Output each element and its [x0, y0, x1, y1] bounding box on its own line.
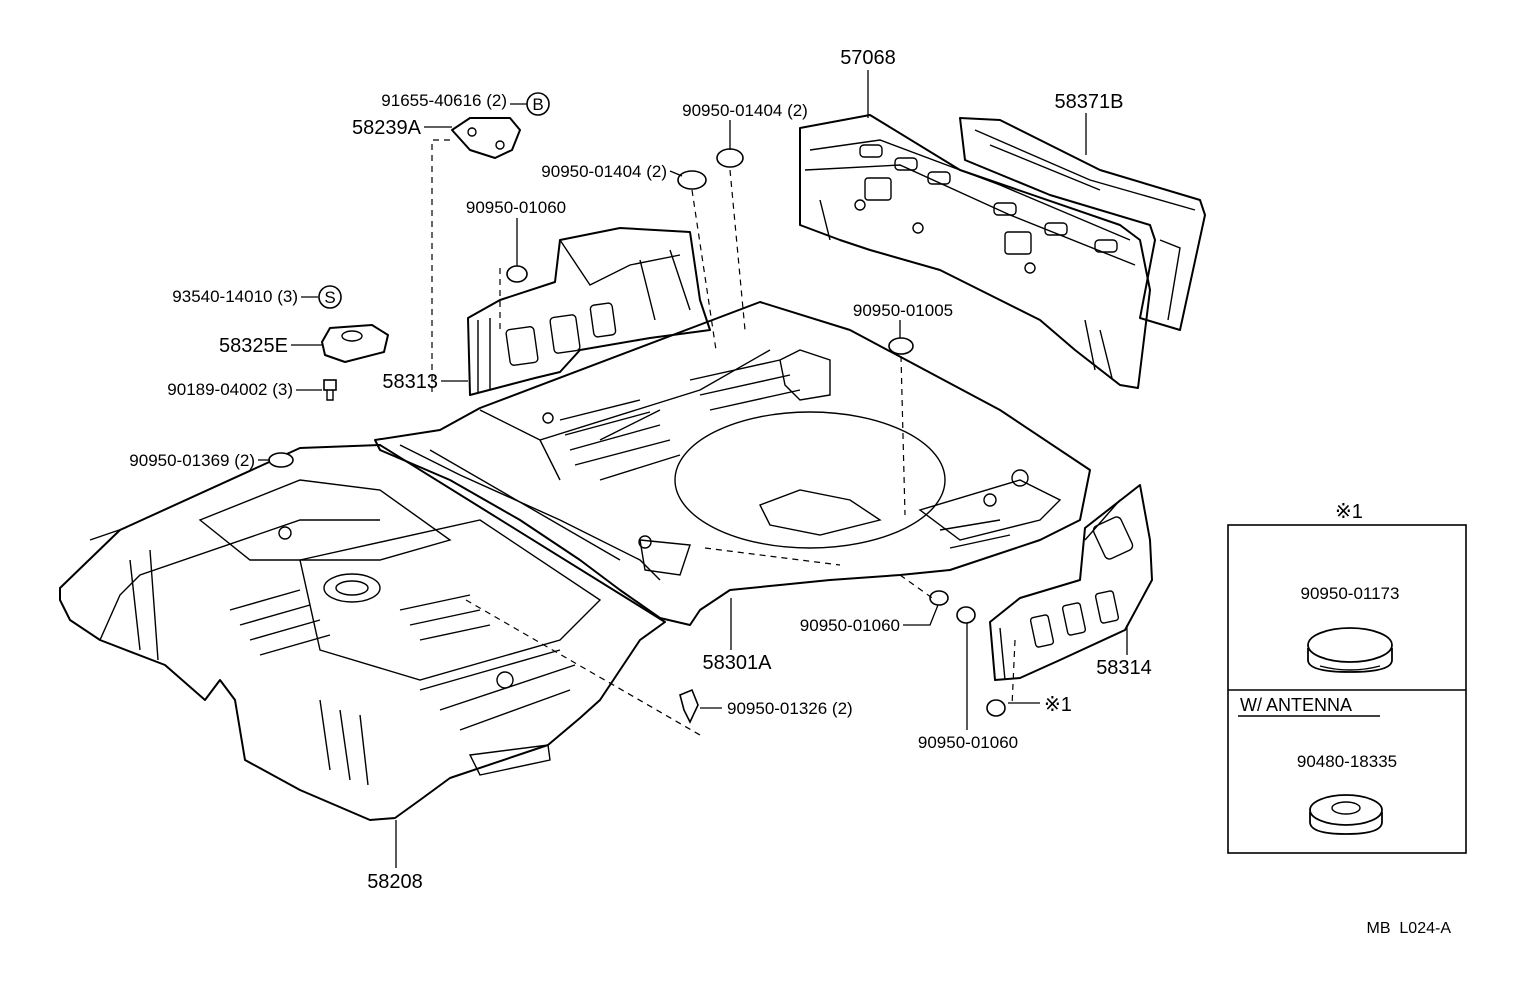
label-58314: 58314 — [1096, 657, 1152, 679]
plug-90950-01326 — [679, 688, 699, 724]
assembly-lines — [431, 139, 1016, 736]
label-58325e: 58325E — [219, 335, 288, 357]
circle-marker-b: B — [526, 92, 550, 116]
leader-lines — [258, 70, 1128, 868]
inset-top-part: 90950-01173 — [1301, 584, 1400, 603]
bracket-58325e — [321, 324, 389, 401]
circle-s-text: S — [324, 288, 335, 307]
footer-code: MB L024-A — [1367, 920, 1452, 937]
plug-note-1 — [986, 699, 1006, 717]
bracket-58239a — [451, 117, 521, 159]
plug-90950-01060-bot — [956, 606, 976, 624]
front-floor-pan-58208 — [59, 444, 666, 821]
grommet-90480-18335-icon — [1309, 794, 1383, 835]
circle-marker-s: S — [318, 285, 342, 309]
rear-panel-58371b — [959, 117, 1206, 331]
inset-bottom-part: 90480-18335 — [1297, 752, 1397, 771]
label-90950-01404-b: 90950-01404 (2) — [541, 162, 667, 181]
label-90189-04002: 90189-04002 (3) — [167, 380, 293, 399]
plug-90950-01060-top — [506, 265, 528, 283]
inset-frame — [1227, 524, 1467, 854]
inset-section-label: W/ ANTENNA — [1240, 695, 1352, 715]
label-90950-01060-bot: 90950-01060 — [918, 733, 1018, 752]
label-90950-01060-top: 90950-01060 — [466, 198, 566, 217]
plug-90950-01404-b — [677, 170, 707, 190]
plug-90950-01060-mid — [929, 590, 949, 606]
label-57068: 57068 — [840, 47, 896, 69]
label-90950-01404-a: 90950-01404 (2) — [682, 101, 808, 120]
label-90950-01060-mid: 90950-01060 — [800, 616, 900, 635]
right-side-panel-58314 — [989, 484, 1153, 681]
bolt-90189 — [323, 379, 337, 391]
label-note-ref: ※1 — [1044, 694, 1072, 716]
plug-90950-01404-a — [716, 148, 744, 168]
label-90950-01005: 90950-01005 — [853, 301, 953, 320]
label-90950-01326: 90950-01326 (2) — [727, 699, 853, 718]
label-58313: 58313 — [382, 371, 438, 393]
label-93540-14010: 93540-14010 (3) — [172, 287, 298, 306]
label-58301a: 58301A — [703, 652, 773, 674]
label-58239a: 58239A — [352, 117, 422, 139]
label-91655-40616: 91655-40616 (2) — [381, 91, 507, 110]
part-labels: 57068 58371B 91655-40616 (2) 58239A 9095… — [129, 47, 1152, 893]
plugs — [268, 148, 1006, 724]
inset-title: ※1 — [1335, 501, 1363, 523]
label-58371b: 58371B — [1055, 91, 1124, 113]
inset-note-1: ※1 90950-01173 W/ ANTENNA 90480-18335 — [1227, 501, 1467, 854]
left-side-panel-58313 — [467, 227, 711, 396]
label-58208: 58208 — [367, 871, 423, 893]
rear-crossmember-57068 — [799, 114, 1151, 389]
plug-90950-01173-icon — [1307, 627, 1393, 673]
rear-floor-pan-58301a — [374, 301, 1091, 626]
label-90950-01369: 90950-01369 (2) — [129, 451, 255, 470]
circle-b-text: B — [532, 95, 543, 114]
plug-90950-01369 — [268, 452, 294, 468]
plug-90950-01005 — [888, 337, 914, 355]
